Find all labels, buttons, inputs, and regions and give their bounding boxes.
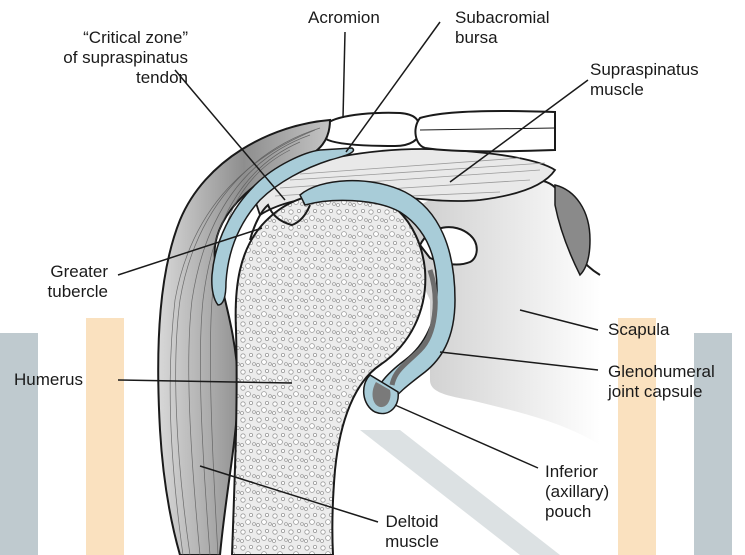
label-glenohumeral-capsule: Glenohumeral joint capsule: [608, 362, 715, 402]
label-scapula: Scapula: [608, 320, 669, 340]
label-inferior-pouch: Inferior (axillary) pouch: [545, 462, 609, 522]
label-humerus: Humerus: [14, 370, 83, 390]
label-supraspinatus-muscle: Supraspinatus muscle: [590, 60, 699, 100]
label-greater-tubercle: Greater tubercle: [18, 262, 108, 302]
label-critical-zone: “Critical zone” of supraspinatus tendon: [28, 28, 188, 88]
label-acromion: Acromion: [308, 8, 380, 28]
label-subacromial-bursa: Subacromial bursa: [455, 8, 550, 48]
label-deltoid-muscle: Deltoid muscle: [372, 512, 452, 552]
